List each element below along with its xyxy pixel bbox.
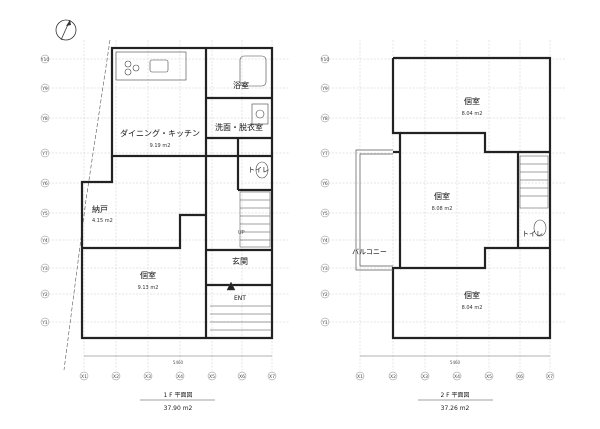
- dining-kitchen-area: 9.19 m2: [150, 143, 171, 149]
- floor2-total-area: 37.26 m2: [441, 405, 470, 412]
- floor1-walls: [80, 46, 274, 340]
- washroom-label: 洗面・脱衣室: [215, 122, 263, 132]
- axis-label: X2: [390, 374, 396, 380]
- axis-label: X6: [239, 374, 245, 380]
- stairs-2f-icon: [519, 155, 549, 209]
- axis-label: X2: [113, 374, 119, 380]
- axis-label: X5: [209, 374, 215, 380]
- axis-label: Y8: [41, 116, 48, 122]
- room-2f-top-area: 8.04 m2: [462, 111, 483, 117]
- floor2-title: 2 F 平面図: [440, 392, 469, 399]
- axis-label: X1: [81, 374, 87, 380]
- toilet-2f-icon: [533, 219, 547, 237]
- axis-label: X1: [357, 374, 363, 380]
- axis-label: Y6: [321, 181, 328, 187]
- toilet-1f-label: トイレ: [248, 166, 269, 174]
- axis-label: X6: [517, 374, 523, 380]
- axis-label: Y7: [321, 151, 328, 157]
- axis-label: Y9: [321, 86, 328, 92]
- room-1f-area: 9.13 m2: [138, 285, 159, 291]
- room-2f-bottom-label: 個室: [464, 290, 480, 300]
- stairs-up-label: UP: [238, 230, 245, 236]
- room-2f-bottom-area: 8.04 m2: [462, 305, 483, 311]
- entry-label: ENT: [234, 295, 246, 302]
- axis-label: Y1: [321, 320, 328, 326]
- toilet-2f-label: トイレ: [522, 230, 543, 238]
- floor2-row-axis: Y10 Y9 Y8 Y7 Y6 Y5 Y4 Y3 Y2 Y1: [320, 54, 330, 327]
- floor1-row-axis: Y10 Y9 Y8 Y7 Y6 Y5 Y4 Y3 Y2 Y1: [40, 54, 50, 327]
- floor2-walls: [391, 56, 552, 340]
- axis-label: Y8: [321, 116, 328, 122]
- axis-label: Y5: [321, 211, 328, 217]
- width-dimension-2f: 5460: [450, 360, 461, 365]
- axis-label: Y4: [321, 238, 328, 244]
- site-boundary-line: [63, 39, 111, 371]
- room-1f-label: 個室: [140, 270, 156, 280]
- axis-label: Y2: [41, 292, 48, 298]
- axis-label: Y2: [321, 292, 328, 298]
- bath-label: 浴室: [233, 80, 249, 90]
- axis-label: X3: [145, 374, 151, 380]
- storage-label: 納戸: [92, 204, 108, 214]
- axis-label: X7: [269, 374, 275, 380]
- axis-label: Y7: [41, 151, 48, 157]
- axis-label: Y6: [41, 181, 48, 187]
- bathtub-icon: [239, 55, 267, 87]
- stairs-1f-icon: [239, 191, 271, 248]
- axis-label: Y10: [320, 57, 330, 63]
- axis-label: Y3: [41, 266, 48, 272]
- axis-label: Y4: [41, 238, 48, 244]
- axis-label: X5: [486, 374, 492, 380]
- entrance-label: 玄関: [232, 256, 248, 266]
- entry-steps-icon: [210, 281, 272, 331]
- floor2-col-axis: X1 X2 X3 X4 X5 X6 X7: [355, 371, 555, 381]
- floor1-total-area: 37.90 m2: [164, 405, 193, 412]
- storage-area: 4.15 m2: [92, 218, 113, 224]
- axis-label: Y1: [41, 320, 48, 326]
- room-2f-mid-area: 8.08 m2: [432, 206, 453, 212]
- floor1-col-axis: X1 X2 X3 X4 X5 X6 X7: [79, 371, 277, 381]
- wash-basin-icon: [251, 103, 269, 125]
- room-2f-mid-label: 個室: [434, 191, 450, 201]
- axis-label: Y9: [41, 86, 48, 92]
- axis-label: X4: [177, 374, 183, 380]
- axis-label: Y3: [321, 266, 328, 272]
- toilet-icon: [255, 161, 269, 179]
- floor1-title: 1 F 平面図: [163, 392, 192, 399]
- axis-label: X4: [454, 374, 460, 380]
- axis-label: X7: [547, 374, 553, 380]
- axis-label: X3: [422, 374, 428, 380]
- balcony-railing: [355, 149, 393, 271]
- floor2-grid: [325, 40, 565, 370]
- kitchen-counter-icon: [115, 51, 187, 81]
- north-arrow-icon: [55, 19, 77, 41]
- room-2f-top-label: 個室: [464, 96, 480, 106]
- dining-kitchen-label: ダイニング・キッチン: [120, 128, 200, 138]
- width-dimension-1f: 5460: [173, 360, 184, 365]
- axis-label: Y10: [40, 57, 50, 63]
- balcony-label: バルコニー: [352, 248, 387, 256]
- axis-label: Y5: [41, 211, 48, 217]
